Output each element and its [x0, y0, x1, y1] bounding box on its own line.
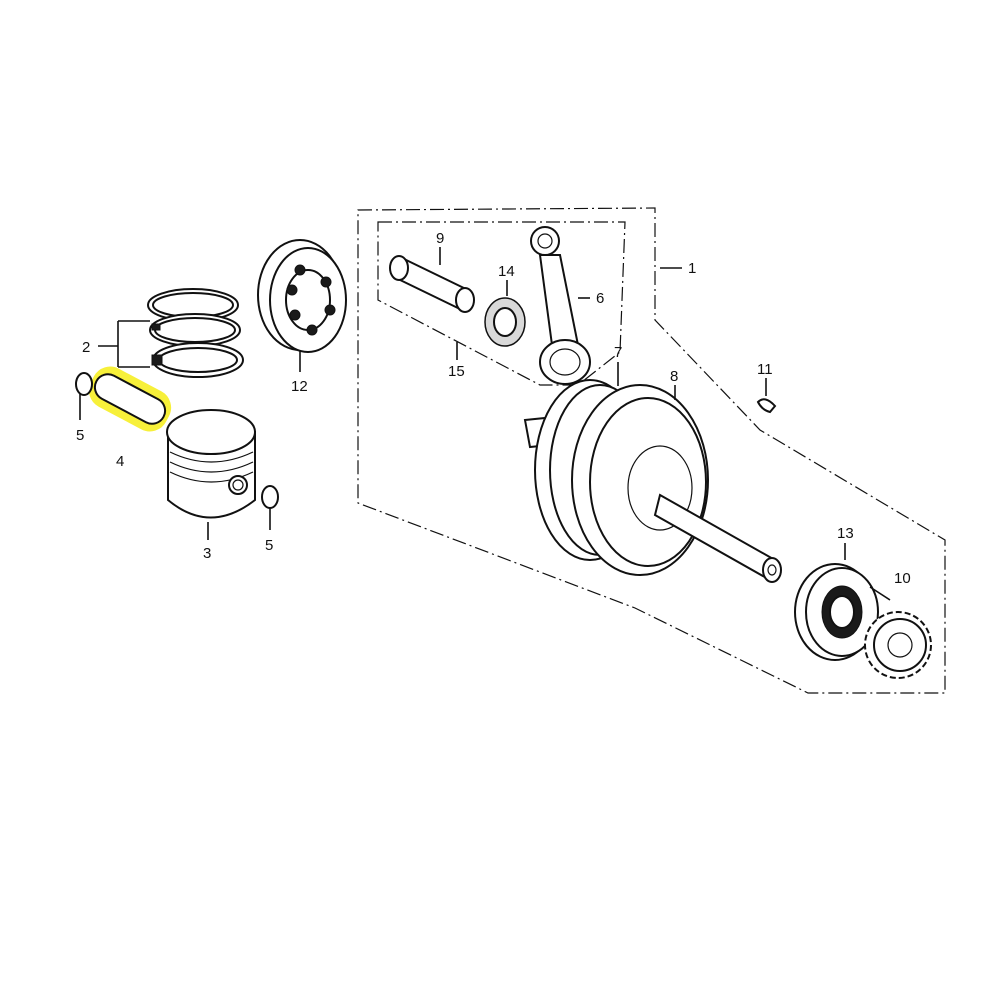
callout-4: 4 [116, 453, 124, 470]
bearing-12 [257, 239, 347, 353]
callout-12: 12 [291, 378, 308, 395]
callout-11: 11 [757, 361, 773, 378]
piston-pin-highlighted [88, 366, 172, 432]
callout-1: 1 [688, 260, 696, 277]
callout-5-right: 5 [265, 537, 273, 554]
piston-pin-clip-left [75, 372, 93, 396]
assembly-15-outline [377, 221, 626, 386]
piston-rings [147, 288, 244, 378]
callout-10: 10 [894, 570, 911, 587]
needle-bearing [484, 297, 526, 347]
crank-pin [389, 255, 475, 313]
callout-3: 3 [203, 545, 211, 562]
connecting-rod [530, 226, 591, 385]
callout-15: 15 [448, 363, 465, 380]
bearing-13 [794, 563, 879, 661]
piston [166, 409, 256, 519]
callout-6: 6 [596, 290, 604, 307]
callout-13: 13 [837, 525, 854, 542]
woodruff-key [756, 398, 777, 414]
piston-pin-clip-right [261, 485, 279, 509]
callout-9: 9 [436, 230, 444, 247]
leader-lines [79, 247, 891, 601]
callout-5-left: 5 [76, 427, 84, 444]
crankshaft [523, 379, 782, 583]
callout-14: 14 [498, 263, 515, 280]
callout-2: 2 [82, 339, 90, 356]
callout-8: 8 [670, 368, 678, 385]
gear [864, 611, 932, 679]
assembly-1-outline [357, 207, 946, 694]
callout-7: 7 [614, 344, 622, 361]
